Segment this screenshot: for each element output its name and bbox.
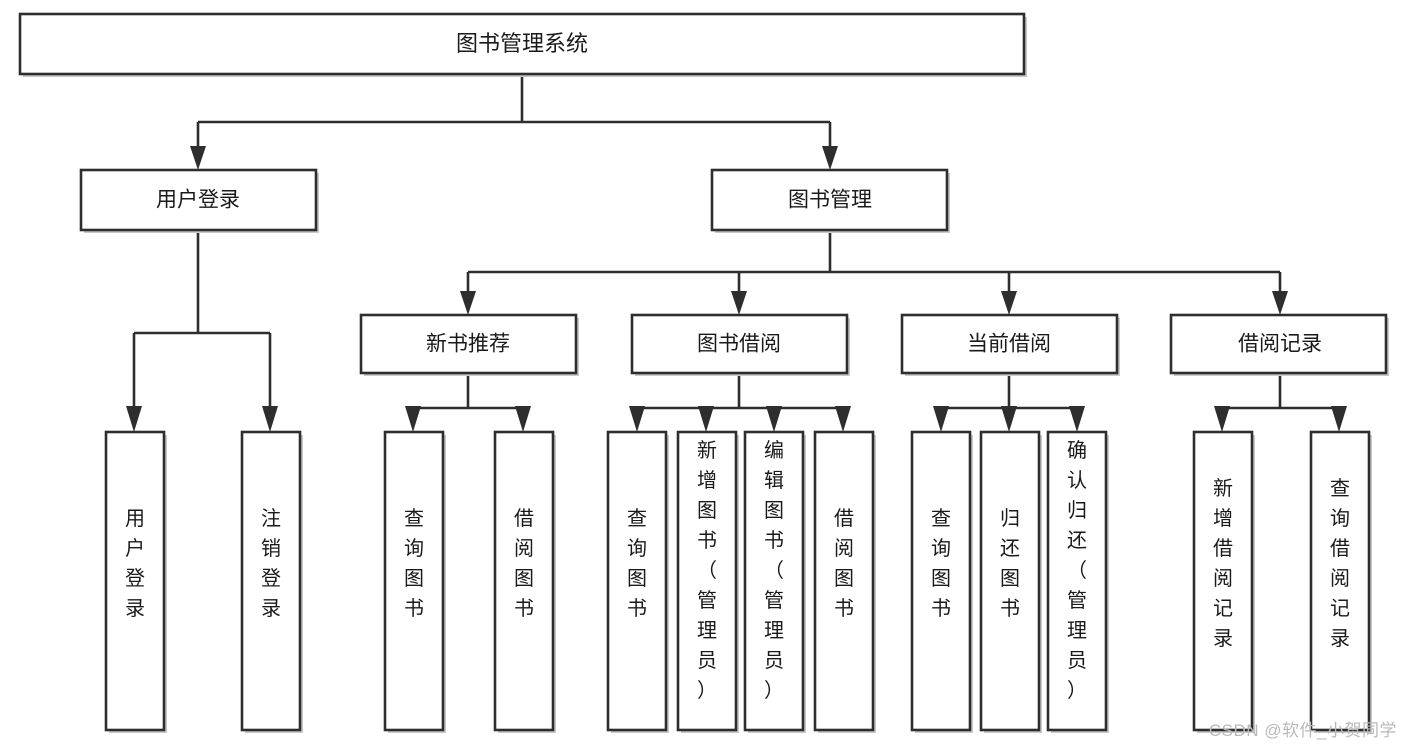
leaf-confirm-return-box [1046,430,1108,732]
node-leaf-user-login[interactable]: 用户登录 [104,430,167,733]
arrow-head-leaf-query-record [1331,406,1347,432]
current-borrow-box [900,313,1119,375]
node-book-borrow[interactable]: 图书借阅 [630,313,850,376]
leaf-borrow-book-2-label: 借阅图书 [834,507,854,620]
leaf-return-book-label: 归还图书 [1000,507,1020,620]
leaf-borrow-book-1-label: 借阅图书 [514,507,534,620]
node-leaf-query-book-2[interactable]: 查询图书 [606,430,669,733]
arrow-head-borrow-record [1272,291,1288,315]
node-borrow-record[interactable]: 借阅记录 [1169,313,1389,376]
root-box [18,12,1026,76]
node-leaf-borrow-book-1[interactable]: 借阅图书 [493,430,556,733]
arrow-head-user-login [190,146,206,170]
leaf-query-book-1-box [383,430,445,732]
node-leaf-return-book[interactable]: 归还图书 [979,430,1042,733]
current-borrow-label: 当前借阅 [967,333,1051,356]
leaf-query-book-3-label: 查询图书 [931,507,951,620]
leaf-user-login-box [104,430,166,732]
new-book-recommend-box [359,313,578,375]
arrow-head-current-borrow [1001,291,1017,315]
node-leaf-user-logout[interactable]: 注销登录 [240,430,303,733]
book-borrow-box [630,313,849,375]
node-user-login[interactable]: 用户登录 [79,168,319,233]
leaf-query-book-1-label: 查询图书 [404,507,424,620]
leaf-edit-book-label: 编辑图书（管理员） [764,439,784,702]
leaf-add-record-label: 新增借阅记录 [1213,477,1233,650]
leaf-query-record-label: 查询借阅记录 [1330,477,1350,650]
leaf-add-book-label: 新增图书（管理员） [697,439,717,702]
arrow-head-new-book-recommend [460,291,476,315]
leaf-return-book-box [979,430,1041,732]
node-leaf-add-book[interactable]: 新增图书（管理员） [676,430,739,733]
root-label: 图书管理系统 [456,31,588,56]
node-leaf-query-book-3[interactable]: 查询图书 [910,430,973,733]
arrow-head-book-borrow [731,291,747,315]
node-leaf-edit-book[interactable]: 编辑图书（管理员） [743,430,806,733]
leaf-add-record-box [1192,430,1254,732]
leaf-edit-book-box [743,430,805,732]
arrow-head-leaf-add-book [698,406,714,432]
leaf-query-book-2-label: 查询图书 [627,507,647,620]
leaf-add-book-box [676,430,738,732]
node-leaf-confirm-return[interactable]: 确认归还（管理员） [1046,430,1109,733]
node-leaf-borrow-book-2[interactable]: 借阅图书 [813,430,876,733]
arrow-head-leaf-query-book-3 [933,406,949,432]
arrow-head-leaf-edit-book [766,406,782,432]
borrow-record-label: 借阅记录 [1238,333,1322,356]
arrow-head-leaf-user-login [126,406,142,432]
leaf-user-login-label: 用户登录 [125,508,145,620]
leaf-borrow-book-1-box [493,430,555,732]
leaf-borrow-book-2-box [813,430,875,732]
arrow-head-leaf-query-book-1 [405,406,421,432]
node-new-book-recommend[interactable]: 新书推荐 [359,313,579,376]
leaf-confirm-return-label: 确认归还（管理员） [1067,439,1087,702]
connector-layer [126,77,1347,432]
arrow-head-leaf-borrow-book-1 [515,406,531,432]
book-management-label: 图书管理 [788,189,872,212]
borrow-record-box [1169,313,1388,375]
leaf-query-book-2-box [606,430,668,732]
node-leaf-add-record[interactable]: 新增借阅记录 [1192,430,1255,733]
book-management-box [710,168,949,232]
leaf-user-logout-box [240,430,302,732]
leaf-user-logout-label: 注销登录 [261,507,281,620]
node-leaf-query-record[interactable]: 查询借阅记录 [1309,430,1372,733]
node-leaf-query-book-1[interactable]: 查询图书 [383,430,446,733]
leaf-query-record-box [1309,430,1371,732]
user-login-label: 用户登录 [156,189,240,212]
user-login-box [79,168,318,232]
arrow-head-leaf-return-book [1001,406,1017,432]
node-root[interactable]: 图书管理系统 [18,12,1027,77]
arrow-head-book-management [822,146,838,170]
arrow-head-leaf-confirm-return [1069,406,1085,432]
node-current-borrow[interactable]: 当前借阅 [900,313,1120,376]
leaf-query-book-3-box [910,430,972,732]
arrow-head-leaf-query-book-2 [629,406,645,432]
arrow-head-leaf-borrow-book-2 [835,406,851,432]
book-borrow-label: 图书借阅 [697,333,781,356]
node-book-management[interactable]: 图书管理 [710,168,950,233]
arrow-head-leaf-add-record [1214,406,1230,432]
arrow-head-leaf-user-logout [262,406,278,432]
new-book-recommend-label: 新书推荐 [426,333,510,356]
